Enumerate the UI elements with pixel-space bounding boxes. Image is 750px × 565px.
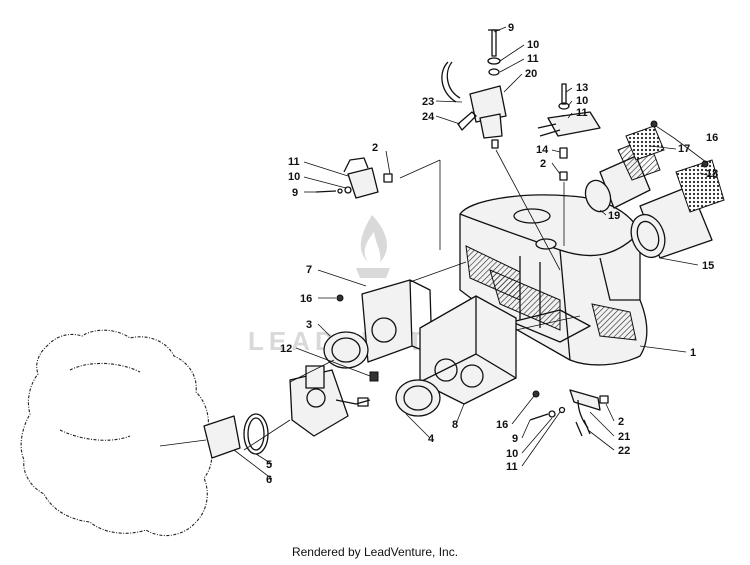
engine-inner [59, 362, 141, 441]
callout-4: 4 [428, 433, 435, 445]
callout-14: 14 [536, 144, 549, 156]
callout-9-left: 9 [292, 187, 298, 199]
callout-23: 23 [422, 96, 434, 108]
coupler-4 [395, 379, 441, 417]
callout-24: 24 [422, 111, 435, 123]
callout-19: 19 [608, 210, 620, 222]
callout-9-lower: 9 [512, 433, 518, 445]
callout-8: 8 [452, 419, 458, 431]
callout-2-lower: 2 [618, 416, 624, 428]
callout-21: 21 [618, 431, 630, 443]
callout-13: 13 [576, 82, 588, 94]
callout-10-top: 10 [527, 39, 539, 51]
callout-6: 6 [266, 474, 272, 486]
callout-15: 15 [702, 260, 714, 272]
lower-drain-assembly [529, 389, 609, 437]
screw-16-left [336, 294, 344, 302]
engine-outline [20, 329, 213, 537]
callout-labels: 9 10 11 20 23 24 13 10 11 14 2 16 17 18 … [266, 22, 718, 486]
footer-credit: Rendered by LeadVenture, Inc. [291, 545, 459, 559]
callout-11-top: 11 [527, 53, 539, 65]
callout-1: 1 [690, 347, 696, 359]
screen-17 [625, 125, 665, 161]
callout-16-lower: 16 [496, 419, 508, 431]
guide-lines [243, 149, 581, 451]
screw-16-lower [532, 390, 540, 398]
adapter-plate-8 [419, 295, 517, 405]
leader-lines [233, 26, 719, 480]
callout-10-left: 10 [288, 171, 300, 183]
callout-5: 5 [266, 459, 272, 471]
callout-20: 20 [525, 68, 537, 80]
screen-18 [675, 159, 725, 213]
coupler-3 [323, 331, 369, 369]
callout-2-right: 2 [540, 158, 546, 170]
callout-16-left: 16 [300, 293, 312, 305]
screw-16-top [650, 120, 709, 168]
callout-3: 3 [306, 319, 312, 331]
carb-flange-6 [159, 415, 241, 459]
callout-11-lower: 11 [506, 461, 518, 473]
callout-10-lower: 10 [506, 448, 518, 460]
callout-7: 7 [306, 264, 312, 276]
callout-2-left: 2 [372, 142, 378, 154]
callout-22: 22 [618, 445, 630, 457]
callout-16-top: 16 [706, 132, 718, 144]
vent-valve-assembly [441, 29, 507, 149]
carburetor [289, 365, 379, 437]
callout-10-right: 10 [576, 95, 588, 107]
callout-9-top: 9 [508, 22, 514, 34]
left-fitting-assembly [315, 157, 393, 199]
callout-18: 18 [706, 168, 718, 180]
callout-11-left: 11 [288, 156, 300, 168]
callout-11-right: 11 [576, 107, 588, 119]
callout-12: 12 [280, 343, 292, 355]
choke-fitting-assembly [537, 83, 601, 181]
callout-17: 17 [678, 143, 690, 155]
